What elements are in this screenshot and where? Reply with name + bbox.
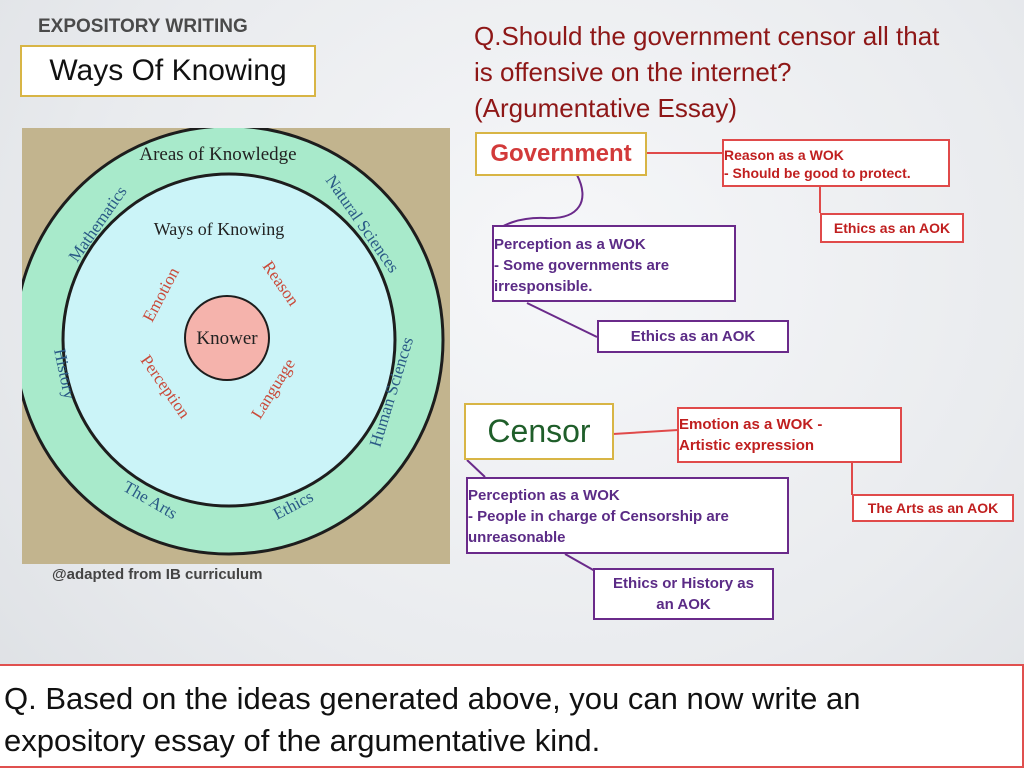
connector <box>466 459 486 478</box>
knower-label: Knower <box>196 328 258 349</box>
gov-perception-wok-box: Perception as a WOK - Some governments a… <box>492 225 736 302</box>
box-line: - Should be good to protect. <box>724 165 911 181</box>
conclusion-prompt: Q. Based on the ideas generated above, y… <box>0 664 1024 768</box>
box-line: Reason as a WOK <box>724 147 844 163</box>
conclusion-line: expository essay of the argumentative ki… <box>4 723 601 758</box>
connector <box>564 553 596 572</box>
essay-question: Q.Should the government censor all that … <box>474 18 1019 126</box>
reason-wok-box: Reason as a WOK - Should be good to prot… <box>722 139 950 187</box>
knower-circle <box>184 295 270 381</box>
censor-perception-wok-box: Perception as a WOK - People in charge o… <box>466 477 789 554</box>
question-line: is offensive on the internet? <box>474 57 792 87</box>
reason-aok-box: Ethics as an AOK <box>820 213 964 243</box>
emotion-wok-box: Emotion as a WOK - Artistic expression <box>677 407 902 463</box>
conclusion-line: Q. Based on the ideas generated above, y… <box>4 681 861 716</box>
wok-ring-label: Ways of Knowing <box>154 219 285 239</box>
box-line: Perception as a WOK <box>494 236 646 253</box>
box-line: - People in charge of Censorship are <box>468 508 729 525</box>
gov-perception-aok-box: Ethics as an AOK <box>597 320 789 353</box>
box-line: Ethics or History as <box>613 575 754 592</box>
box-line: Emotion as a WOK - <box>679 416 823 433</box>
box-line: Perception as a WOK <box>468 487 620 504</box>
box-line: irresponsible. <box>494 278 593 295</box>
box-line: unreasonable <box>468 529 566 546</box>
diagram-credit: @adapted from IB curriculum <box>52 566 263 583</box>
box-line: Artistic expression <box>679 437 815 454</box>
censor-perception-aok-box: Ethics or History as an AOK <box>593 568 774 620</box>
question-line: Q.Should the government censor all that <box>474 21 940 51</box>
emotion-aok-box: The Arts as an AOK <box>852 494 1014 522</box>
censor-node: Censor <box>464 403 614 460</box>
box-line: - Some governments are <box>494 257 670 274</box>
question-line: (Argumentative Essay) <box>474 93 737 123</box>
aok-ring-label: Areas of Knowledge <box>139 144 296 165</box>
box-line: an AOK <box>656 596 711 613</box>
section-heading: EXPOSITORY WRITING <box>38 16 248 37</box>
connector <box>526 302 598 338</box>
government-node: Government <box>475 132 647 176</box>
connector <box>612 429 679 435</box>
page-title: Ways Of Knowing <box>20 45 316 97</box>
